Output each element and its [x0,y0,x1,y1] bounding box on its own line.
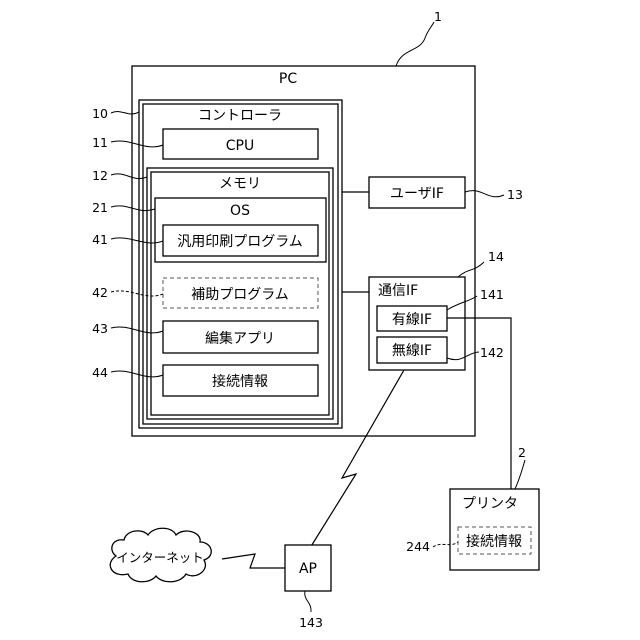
comm-if-number: 14 [488,249,504,264]
controller-number: 10 [92,106,108,121]
wireless-if-number: 142 [480,345,504,360]
memory-label: メモリ [219,176,261,192]
printer-leader-line [515,460,525,489]
cpu-number: 11 [92,135,108,150]
ap-number: 143 [299,615,323,630]
wired-if-number: 141 [480,287,504,302]
comm-if-label: 通信IF [378,283,418,299]
printer-connection-info-label: 接続情報 [466,533,522,550]
cpu-label: CPU [226,138,254,154]
printer-connection-info-number: 244 [406,539,430,554]
pc-number: 1 [434,9,442,24]
controller-label: コントローラ [198,108,282,124]
internet-label: インターネット [116,550,204,565]
wired-if-label: 有線IF [392,312,432,328]
auxiliary-program-label: 補助プログラム [191,287,289,303]
wireless-if-label: 無線IF [392,343,432,359]
edit-app-label: 編集アプリ [205,330,275,347]
ap-leader-line [305,591,311,612]
memory-number: 12 [92,168,108,183]
generic-print-program-number: 41 [92,232,108,247]
pc-label: PC [279,71,297,87]
connection-info-label: 接続情報 [212,373,268,390]
printer-label: プリンタ [462,496,518,512]
auxiliary-program-number: 42 [92,285,108,300]
internet-connection-line [222,554,285,568]
ap-label: AP [299,561,317,577]
user-if-number: 13 [507,187,523,202]
os-number: 21 [92,200,108,215]
connection-info-number: 44 [92,365,108,380]
edit-app-number: 43 [92,321,108,336]
pc-leader-line [396,22,434,66]
generic-print-program-label: 汎用印刷プログラム [177,234,303,250]
user-if-label: ユーザIF [390,186,444,202]
os-label: OS [230,203,250,219]
printer-number: 2 [518,445,526,460]
